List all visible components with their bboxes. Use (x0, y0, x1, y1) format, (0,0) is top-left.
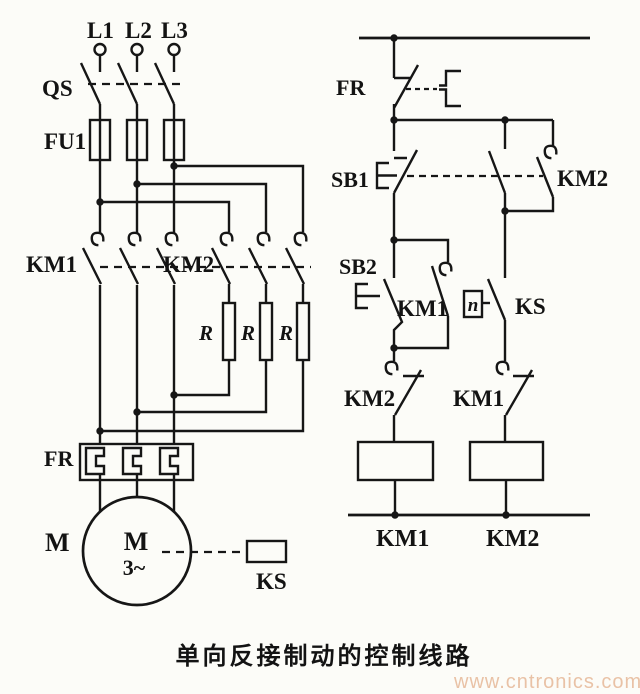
ks-speed-contact: KS n (462, 211, 546, 361)
power-circuit: L1 L2 L3 QS FU1 (26, 18, 311, 607)
junction-dot (133, 180, 141, 188)
heater-element (121, 446, 143, 476)
thermal-actuator-symbol (439, 69, 461, 108)
fr-control-label: FR (336, 75, 366, 100)
phase-l2-label: L2 (125, 18, 152, 43)
km1-coil-box (356, 440, 435, 482)
km1-power-label: KM1 (26, 252, 77, 277)
thermal-overload-fr: FR (44, 442, 195, 511)
resistor-symbol (258, 301, 274, 362)
fuse-symbol (88, 118, 112, 162)
fuse-group-fu1: FU1 (44, 104, 186, 233)
km1-coil: KM1 (356, 440, 435, 552)
km1-main-contacts: KM1 (26, 231, 179, 285)
brake-branch-crossover-wires (96, 162, 305, 232)
phase-l1-label: L1 (87, 18, 114, 43)
terminal-circle (167, 42, 181, 57)
km1-seal-label: KM1 (397, 296, 448, 321)
sb2-actuator (354, 282, 380, 310)
heater-element (158, 446, 180, 476)
supply-terminals: L1 L2 L3 (87, 18, 188, 72)
disconnect-switch-qs: QS (42, 62, 183, 105)
sb1-stop-button: SB1 (331, 120, 543, 240)
motor-label: M (45, 528, 70, 557)
speed-symbol-n: n (468, 295, 479, 316)
junction-dot (391, 511, 399, 519)
motor-type-text: 3~ (123, 555, 146, 580)
sb1-no-contact (487, 120, 507, 211)
junction-dot (96, 198, 104, 206)
km2-power-label: KM2 (163, 252, 214, 277)
fr-nc-contact: FR (336, 38, 461, 120)
sb2-label: SB2 (339, 254, 377, 279)
sb2-start-button: SB2 (339, 236, 404, 348)
speed-relay-box (245, 539, 288, 564)
km2-seal-label: KM2 (557, 166, 608, 191)
heater-element (84, 446, 106, 476)
watermark-text: www.cntronics.com (453, 671, 640, 693)
control-circuit: FR SB1 KM2 SB2 (331, 34, 608, 552)
terminal-circle (130, 42, 144, 57)
km1-interlock-contact: KM1 (453, 360, 534, 442)
fr-power-label: FR (44, 446, 74, 471)
resistor-symbol (295, 301, 311, 362)
km1-seal-in-contact: KM1 (390, 238, 453, 352)
ks-contact-label: KS (515, 294, 546, 319)
km2-interlock-label: KM2 (344, 386, 395, 411)
resistor-r2-label: R (240, 321, 255, 345)
junction-dot (502, 511, 510, 519)
km2-seal-in-contact: KM2 (501, 120, 608, 215)
fuse-symbol (125, 118, 149, 162)
fuse-symbol (162, 118, 186, 162)
qs-label: QS (42, 76, 73, 101)
ks-power-label: KS (256, 569, 287, 594)
diagram-caption: 单向反接制动的控制线路 (176, 642, 473, 670)
phase-drop-wires (98, 285, 176, 444)
terminal-circle (93, 42, 107, 57)
km1-coil-label: KM1 (376, 526, 429, 552)
km2-main-contacts: KM2 (100, 231, 311, 285)
km2-coil: KM2 (468, 440, 545, 552)
fu1-label: FU1 (44, 129, 86, 154)
junction-dot (170, 162, 178, 170)
motor-symbol-text: M (124, 527, 149, 556)
speed-relay-ks: KS (162, 539, 288, 594)
braking-resistors: R R R (96, 284, 311, 435)
km2-interlock-contact: KM2 (344, 348, 424, 442)
km2-coil-box (468, 440, 545, 482)
phase-l3-label: L3 (161, 18, 188, 43)
resistor-r1-label: R (198, 321, 213, 345)
resistor-r3-label: R (278, 321, 293, 345)
sb1-label: SB1 (331, 167, 369, 192)
km2-coil-label: KM2 (486, 526, 539, 552)
sb1-actuator (375, 161, 397, 190)
km1-interlock-label: KM1 (453, 386, 504, 411)
resistor-symbol (221, 301, 237, 362)
